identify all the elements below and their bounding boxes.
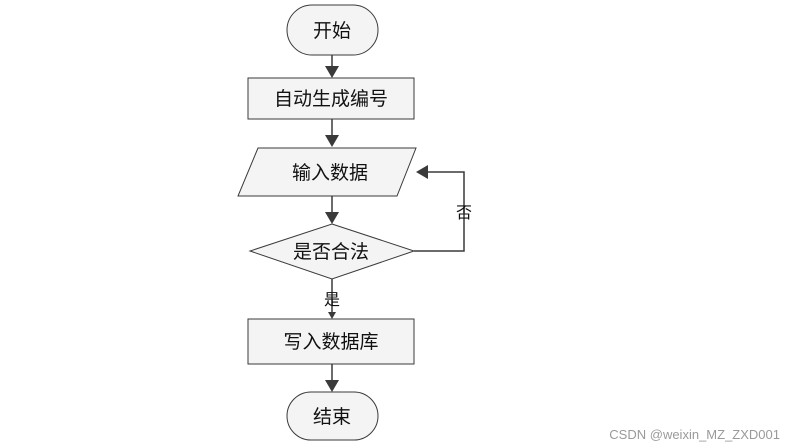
check-node-label: 是否合法 — [293, 241, 369, 263]
arrow-start-to-autogen — [325, 55, 339, 78]
write-node-label: 写入数据库 — [283, 331, 378, 353]
yes-edge-label: 是 — [324, 290, 340, 309]
end-node: 结束 — [286, 391, 379, 441]
autogen-node-label: 自动生成编号 — [274, 88, 388, 110]
watermark: CSDN @weixin_MZ_ZXD001 — [609, 427, 780, 442]
arrow-no-loop — [414, 165, 465, 252]
arrow-input-to-check — [325, 196, 339, 224]
start-node-label: 开始 — [313, 20, 351, 42]
no-edge-label: 否 — [456, 203, 472, 222]
start-node: 开始 — [286, 4, 379, 56]
autogen-node: 自动生成编号 — [247, 77, 415, 120]
arrow-write-to-end — [325, 364, 339, 392]
input-node: 输入数据 — [237, 147, 417, 197]
check-node: 是否合法 — [248, 223, 416, 280]
write-node: 写入数据库 — [247, 318, 415, 365]
arrow-check-to-write — [328, 279, 336, 319]
arrow-autogen-to-input — [325, 119, 339, 147]
end-node-label: 结束 — [313, 406, 351, 428]
input-node-label: 输入数据 — [292, 162, 368, 184]
